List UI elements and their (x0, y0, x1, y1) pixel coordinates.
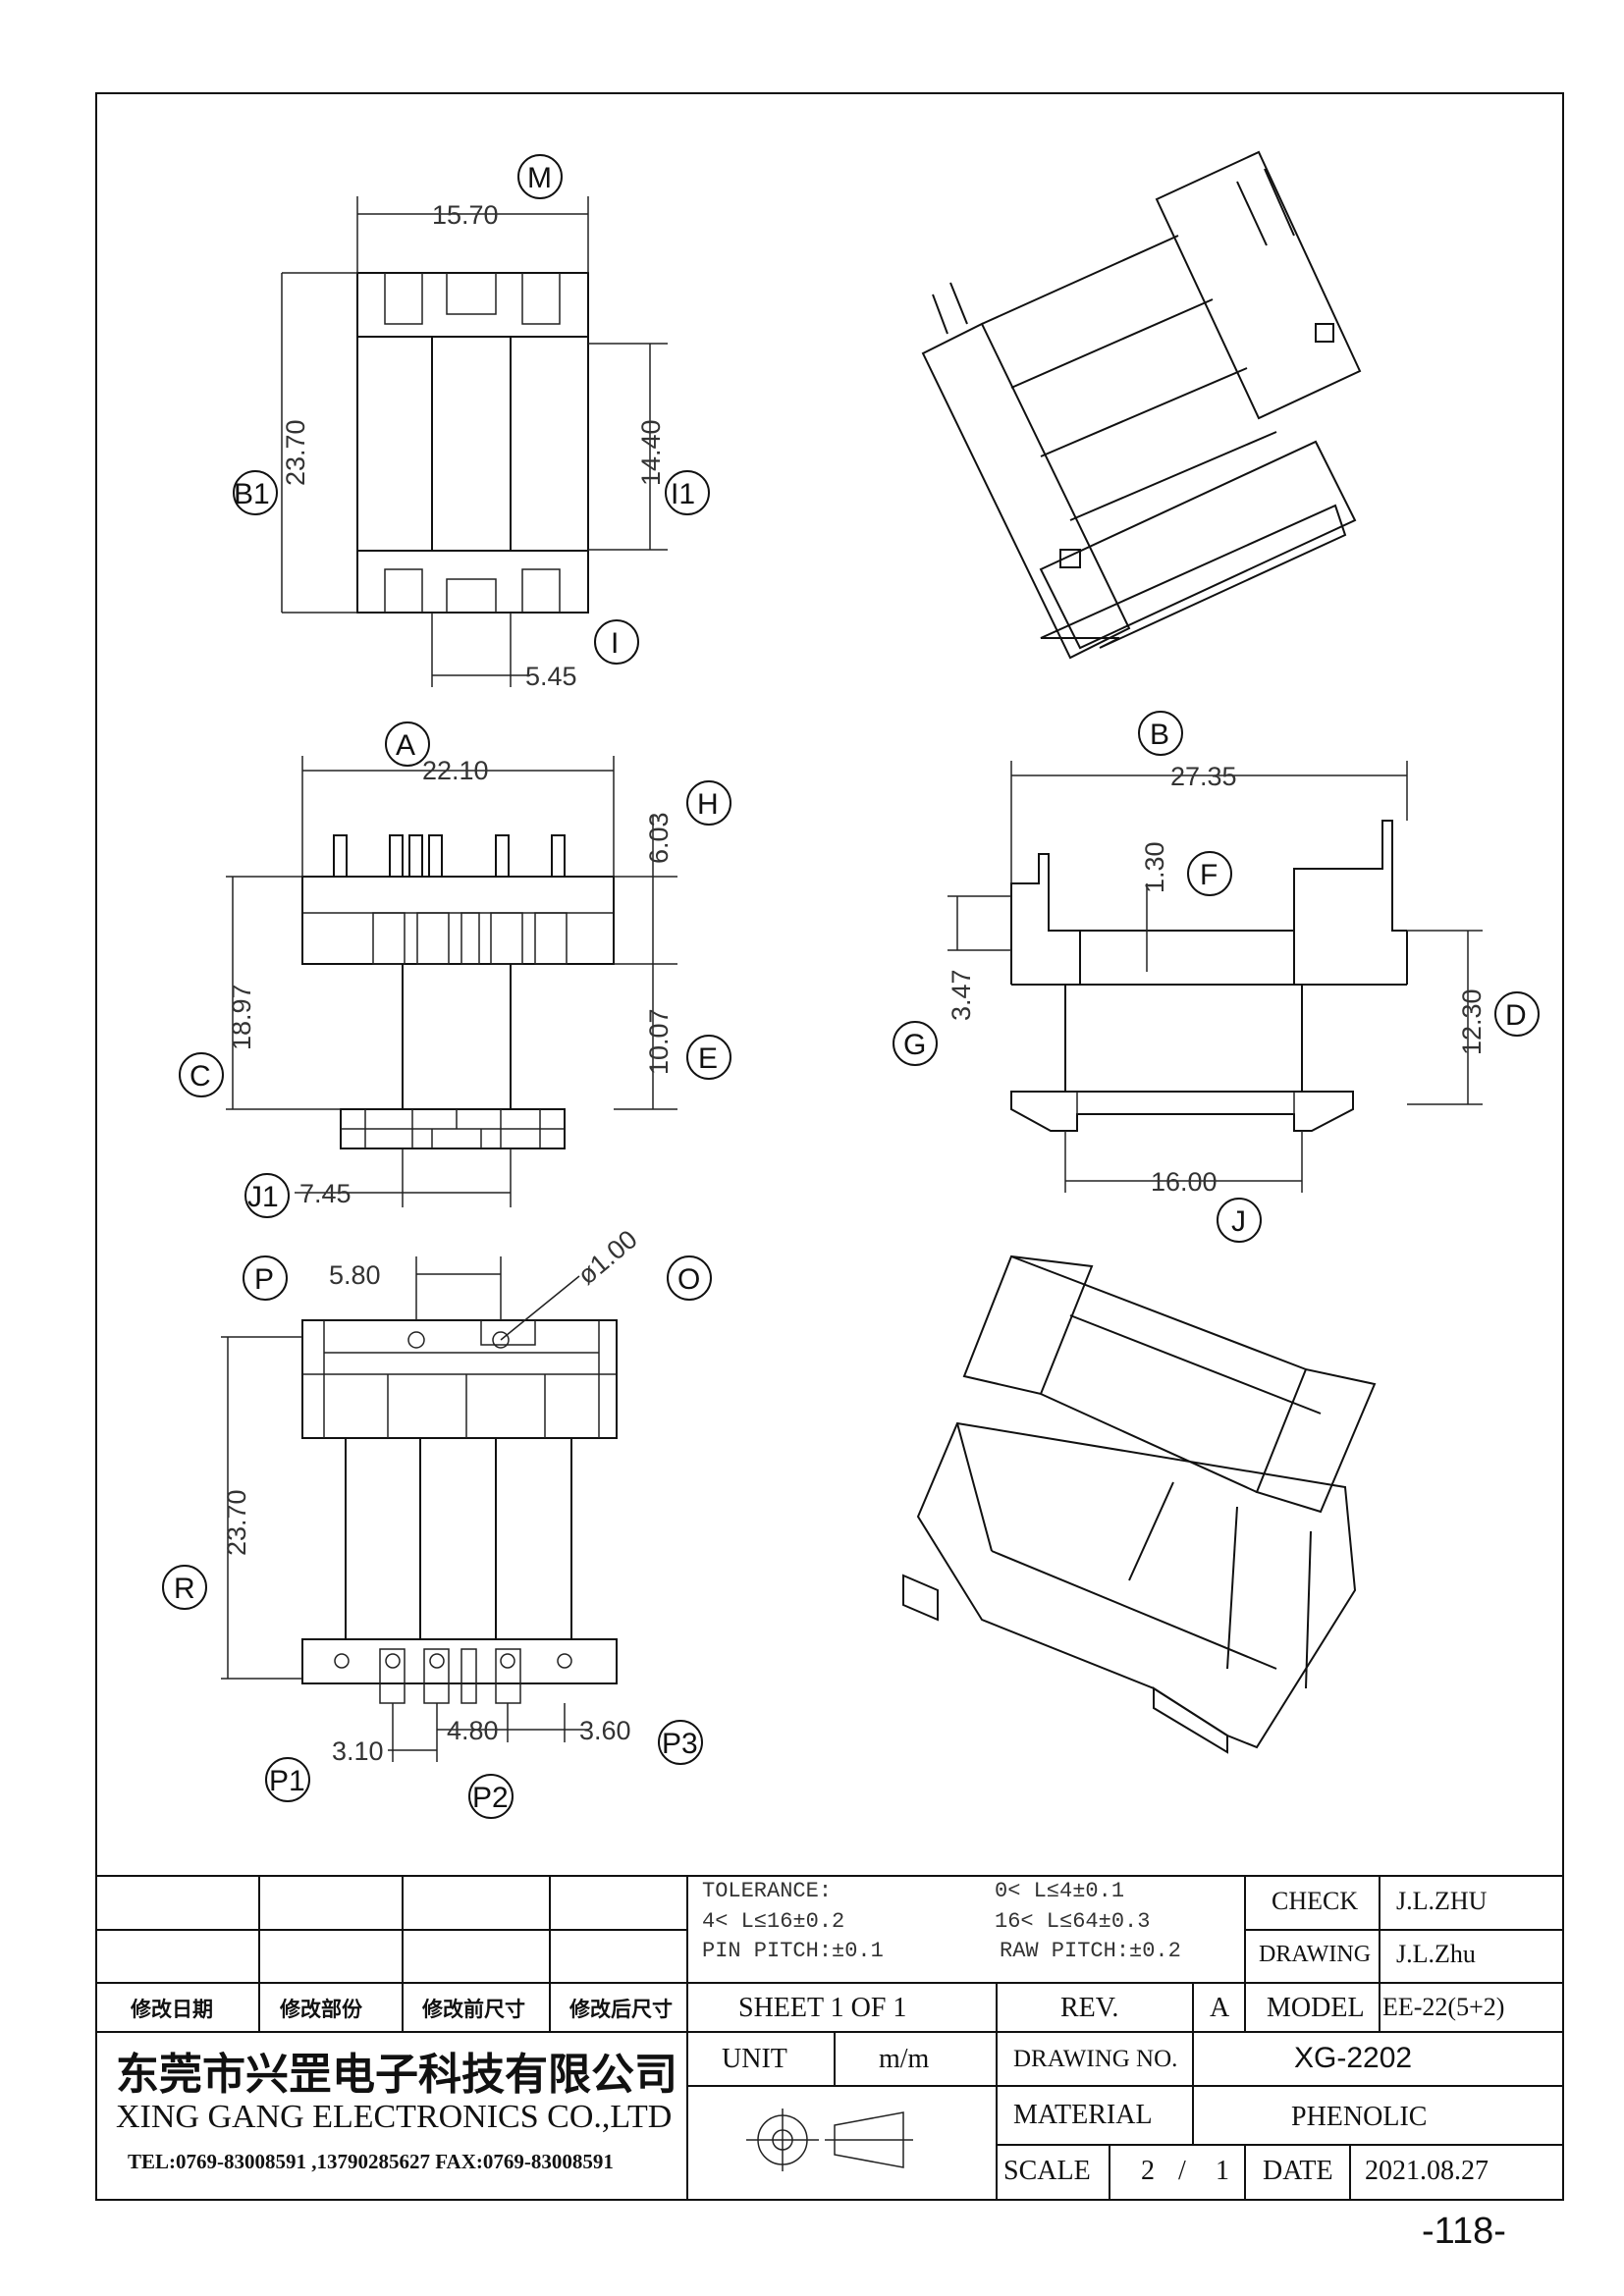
company-contact: TEL:0769-83008591 ,13790285627 FAX:0769-… (128, 2150, 614, 2173)
label-I1: I1 (671, 478, 695, 510)
dim-22-10: 22.10 (422, 756, 489, 785)
pin-pitch: PIN PITCH:±0.1 (702, 1939, 884, 1963)
dim-3-60: 3.60 (579, 1716, 631, 1745)
date-value: 2021.08.27 (1365, 2156, 1489, 2186)
dim-4-80: 4.80 (447, 1716, 499, 1745)
company-name-cn: 东莞市兴罡电子科技有限公司 (116, 2050, 677, 2100)
dim-1-30: 1.30 (1140, 841, 1169, 893)
dim-3-47: 3.47 (947, 969, 976, 1021)
side-view: 27.35 1.30 3.47 12.30 16.00 B F G D J (893, 711, 1540, 1243)
label-G: G (903, 1029, 926, 1061)
rev-header-before: 修改前尺寸 (422, 1999, 525, 2021)
dim-10-07: 10.07 (644, 1008, 674, 1075)
model-label: MODEL (1267, 1993, 1365, 2023)
dim-27-35: 27.35 (1170, 762, 1237, 791)
dim-18-97: 18.97 (227, 984, 256, 1050)
rev-header-after: 修改后尺寸 (569, 1999, 673, 2021)
dim-6-03: 6.03 (644, 812, 674, 864)
label-B1: B1 (234, 478, 270, 510)
unit-label: UNIT (722, 2044, 787, 2074)
isometric-view-top (921, 150, 1362, 660)
bottom-view: 5.80 ø1.00 23.70 3.10 4.80 3.60 P O R P1… (162, 1224, 712, 1819)
dim-16-00: 16.00 (1151, 1167, 1218, 1197)
dim-7-45: 7.45 (299, 1179, 352, 1208)
date-label: DATE (1263, 2156, 1333, 2186)
tolerance-r2: 4< L≤16±0.2 (702, 1909, 845, 1934)
dim-23-70-bottom: 23.70 (222, 1489, 251, 1556)
label-O: O (677, 1263, 700, 1296)
label-R: R (174, 1573, 195, 1605)
label-J: J (1231, 1205, 1246, 1238)
scale-num: 2 (1141, 2156, 1155, 2186)
label-P3: P3 (662, 1728, 698, 1760)
title-block-grid (96, 1875, 1563, 2200)
label-M: M (527, 162, 552, 194)
dim-14-40: 14.40 (636, 419, 666, 486)
dim-12-30: 12.30 (1457, 988, 1487, 1055)
rev-label: REV. (1060, 1993, 1119, 2023)
material-label: MATERIAL (1013, 2100, 1153, 2130)
label-P: P (254, 1263, 274, 1296)
label-H: H (697, 788, 719, 821)
page-number: -118- (1422, 2211, 1506, 2252)
dim-3-10: 3.10 (332, 1736, 384, 1766)
scale-den: 1 (1216, 2156, 1229, 2186)
model-value: EE-22(5+2) (1382, 1993, 1505, 2021)
label-F: F (1200, 859, 1218, 891)
projection-symbol (746, 2109, 913, 2171)
label-A: A (396, 729, 415, 762)
dim-15-70: 15.70 (432, 200, 499, 230)
sheet-info: SHEET 1 OF 1 (738, 1993, 907, 2023)
label-J1: J1 (247, 1181, 279, 1213)
drawing-border (95, 92, 1564, 2201)
company-name-en: XING GANG ELECTRONICS CO.,LTD (116, 2099, 673, 2135)
tolerance-r3: 16< L≤64±0.3 (995, 1909, 1151, 1934)
drawing-no-value: XG-2202 (1294, 2042, 1413, 2074)
material-value: PHENOLIC (1291, 2102, 1428, 2132)
label-P1: P1 (269, 1765, 305, 1797)
label-B: B (1150, 719, 1169, 751)
front-view: 22.10 6.03 10.07 18.97 7.45 A H C E J1 (179, 721, 731, 1218)
tolerance-title: TOLERANCE: (702, 1879, 833, 1903)
dim-5-80: 5.80 (329, 1260, 381, 1290)
label-D: D (1505, 999, 1527, 1032)
rev-header-part: 修改部份 (280, 1999, 362, 2021)
isometric-view-bottom (902, 1255, 1377, 1754)
label-E: E (698, 1042, 718, 1075)
tolerance-r1: 0< L≤4±0.1 (995, 1879, 1125, 1903)
dim-5-45: 5.45 (525, 662, 577, 691)
rev-value: A (1210, 1993, 1230, 2023)
label-P2: P2 (472, 1782, 509, 1814)
check-label: CHECK (1272, 1887, 1359, 1915)
scale-label: SCALE (1003, 2156, 1091, 2186)
dim-23-70-top: 23.70 (281, 419, 310, 486)
drawing-label: DRAWING (1259, 1942, 1372, 1967)
raw-pitch: RAW PITCH:±0.2 (1000, 1939, 1181, 1963)
top-view: 15.70 23.70 14.40 5.45 M B1 I1 I (233, 154, 710, 691)
drawing-value: J.L.Zhu (1396, 1940, 1476, 1968)
label-C: C (189, 1060, 211, 1093)
unit-value: m/m (879, 2044, 930, 2074)
label-I: I (611, 627, 619, 660)
check-value: J.L.ZHU (1396, 1887, 1488, 1915)
dim-hole-1-00: ø1.00 (572, 1224, 643, 1290)
rev-header-date: 修改日期 (131, 1999, 213, 2021)
scale-sep: / (1178, 2156, 1186, 2186)
drawing-no-label: DRAWING NO. (1013, 2046, 1178, 2072)
